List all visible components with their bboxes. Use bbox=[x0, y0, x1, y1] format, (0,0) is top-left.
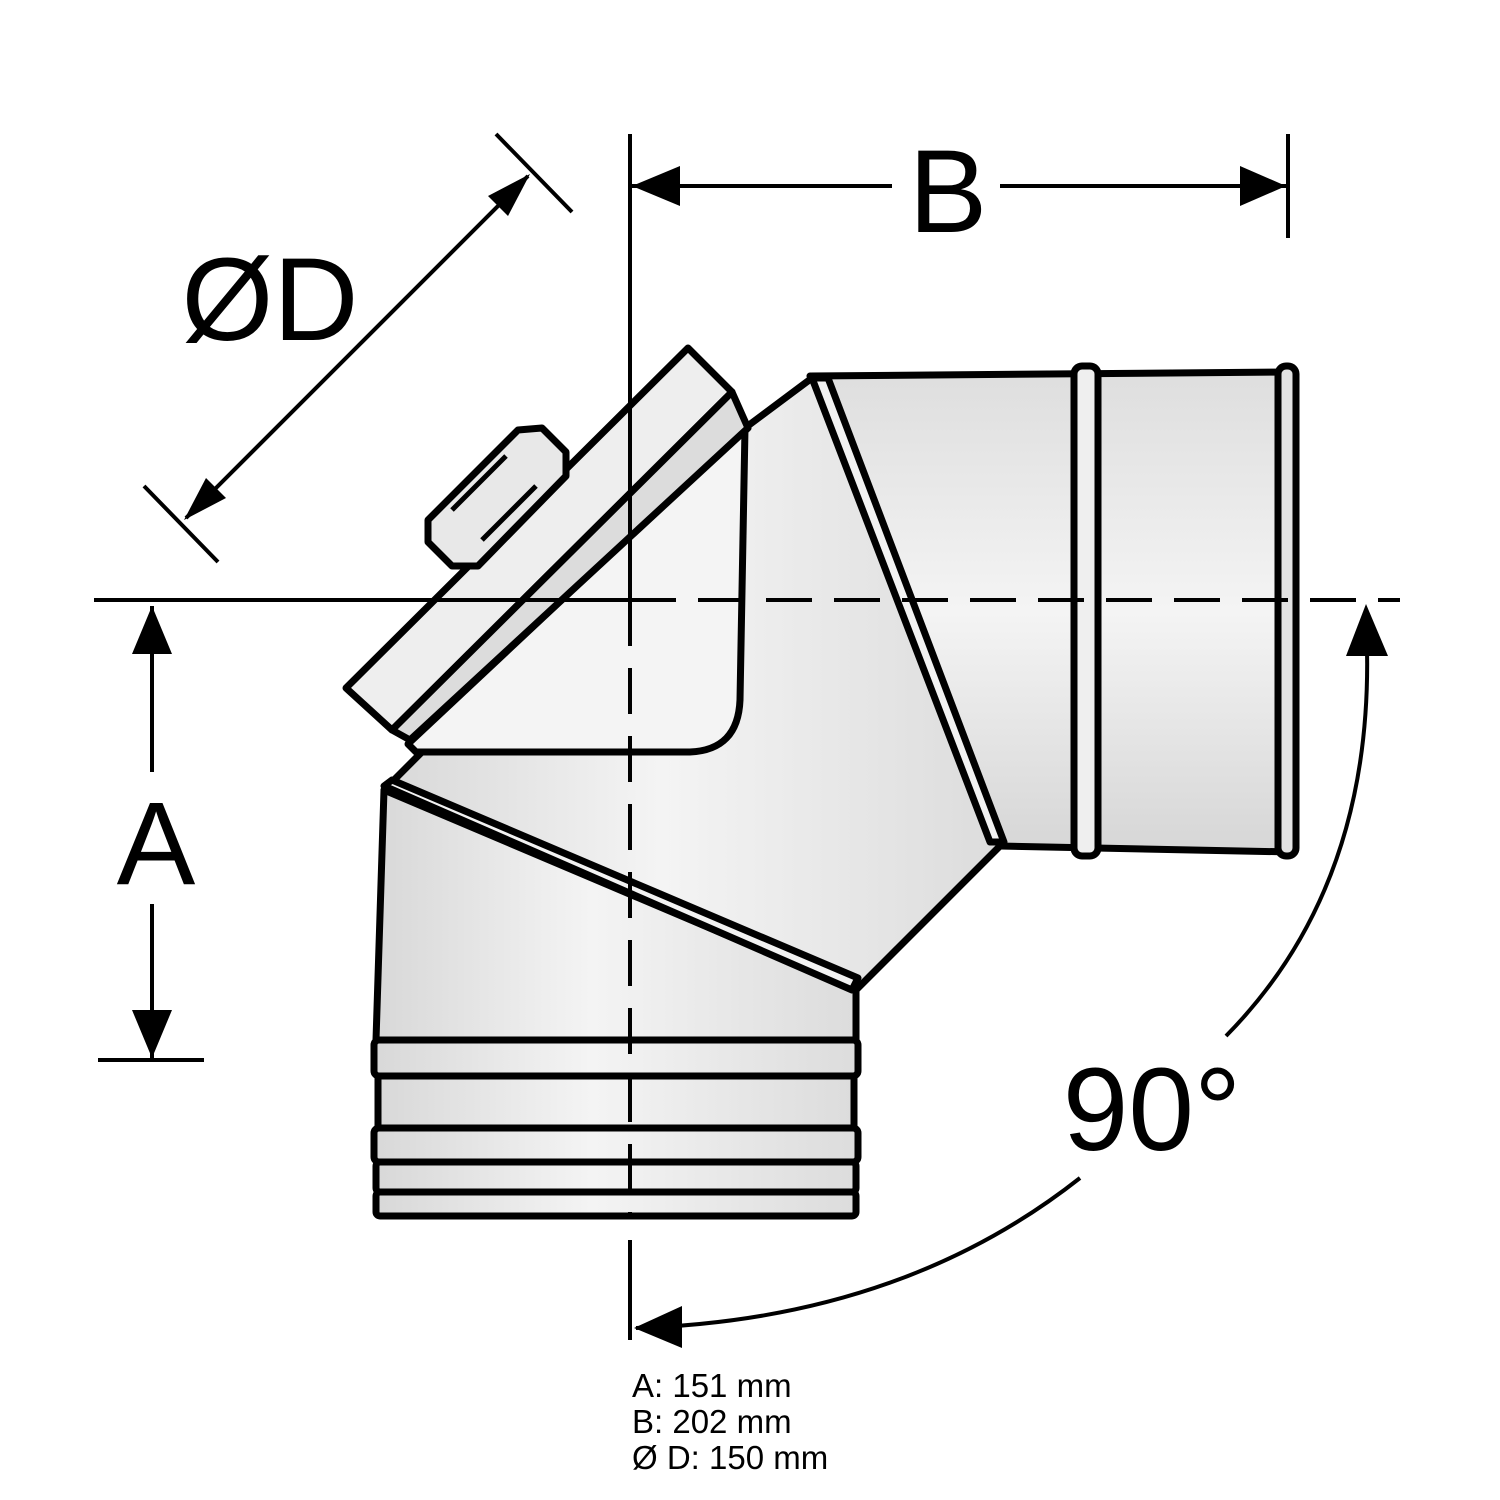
spec-b: B: 202 mm bbox=[632, 1403, 792, 1440]
inlet-ring-4 bbox=[372, 1188, 860, 1220]
dimension-a-label: A bbox=[117, 778, 196, 910]
outlet-lip bbox=[1274, 362, 1300, 860]
spec-d: Ø D: 150 mm bbox=[632, 1439, 829, 1476]
dimension-diameter-label: ØD bbox=[182, 234, 359, 366]
elbow-body bbox=[342, 344, 1300, 1220]
spec-a: A: 151 mm bbox=[632, 1367, 792, 1404]
hex-nut bbox=[424, 424, 570, 570]
nut-detail bbox=[450, 454, 538, 542]
inlet-body bbox=[374, 1072, 858, 1132]
inspection-cover-rim bbox=[388, 388, 752, 744]
dimension-diameter bbox=[142, 132, 574, 564]
dimension-b bbox=[632, 134, 1290, 238]
angle-label: 90° bbox=[1063, 1044, 1241, 1176]
inlet-ring-3 bbox=[372, 1158, 860, 1196]
spec-list: A: 151 mm B: 202 mm Ø D: 150 mm bbox=[632, 1368, 828, 1476]
center-lines bbox=[94, 134, 1400, 1340]
angle-arc bbox=[634, 604, 1388, 1348]
dimension-a bbox=[98, 606, 204, 1062]
upper-seam bbox=[808, 374, 1008, 846]
inlet-ring-1 bbox=[370, 1036, 862, 1080]
outlet-ring bbox=[1070, 362, 1102, 860]
inlet-ring-2 bbox=[370, 1124, 862, 1166]
lower-seam bbox=[380, 776, 862, 994]
dimension-b-label: B bbox=[909, 126, 988, 258]
